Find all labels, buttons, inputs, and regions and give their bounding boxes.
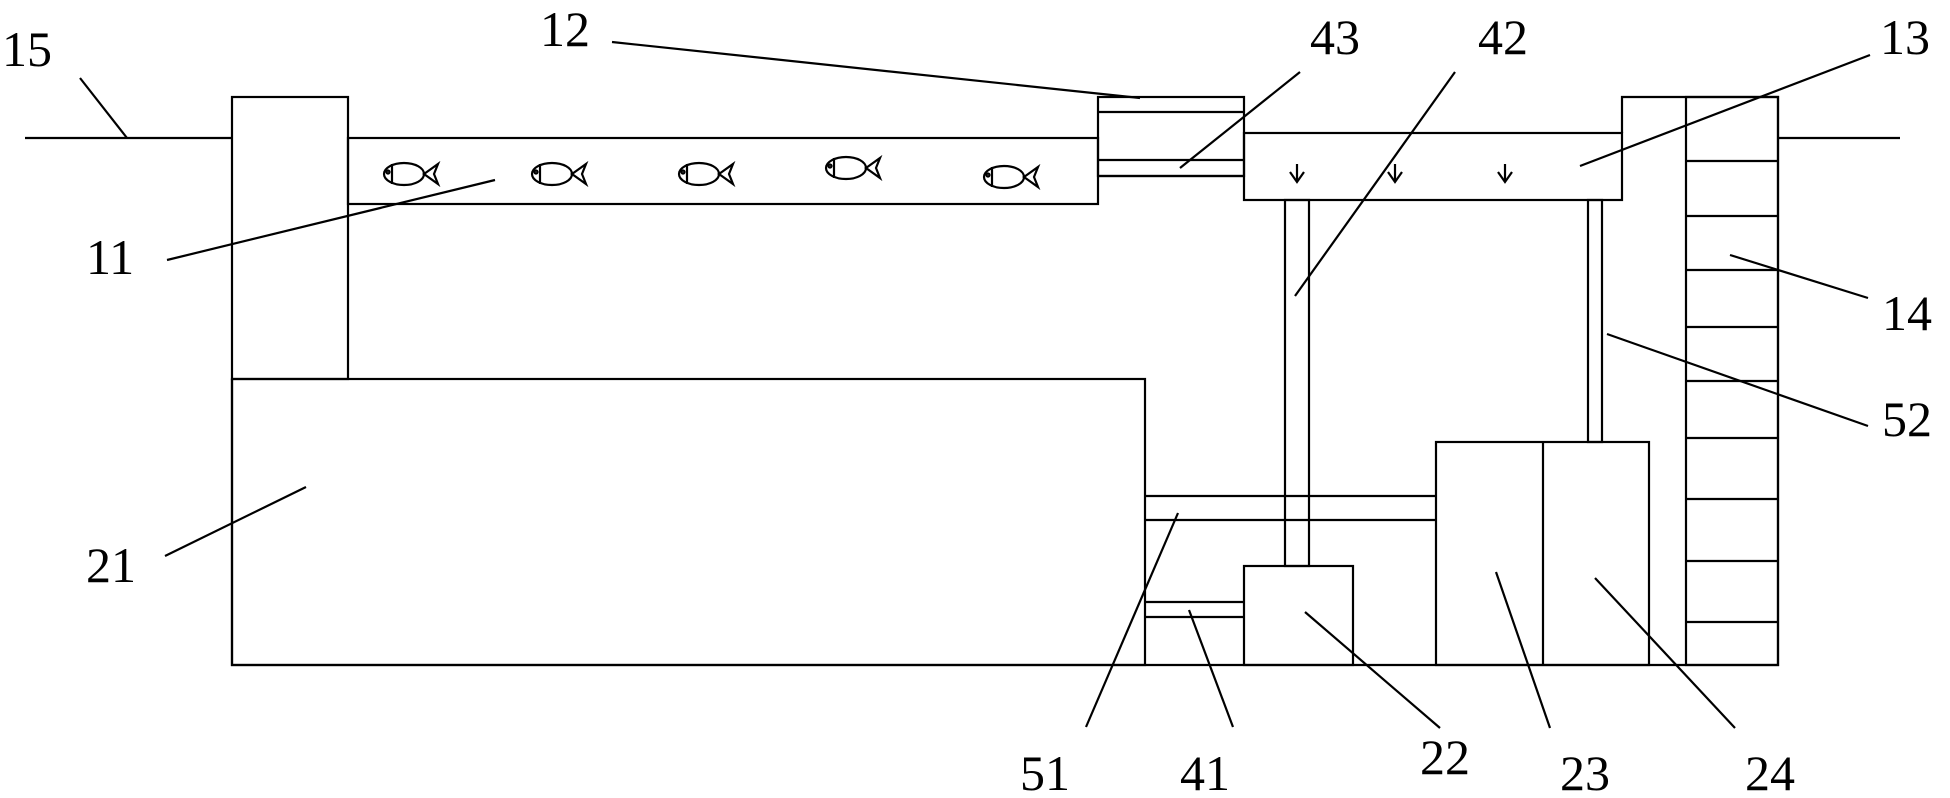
horizontal-pipe	[1145, 494, 1436, 522]
down-arrow-icon	[1497, 164, 1513, 184]
label-51: 51	[1020, 745, 1070, 798]
label-41: 41	[1180, 745, 1230, 798]
leader-22	[1304, 611, 1441, 729]
label-23: 23	[1560, 745, 1610, 798]
leader-21	[164, 486, 307, 557]
label-22: 22	[1420, 729, 1470, 785]
brick-column-rows	[1686, 159, 1778, 624]
down-arrow-icon	[1387, 164, 1403, 184]
label-12: 12	[540, 1, 590, 57]
label-42: 42	[1478, 9, 1528, 65]
main-body-outline	[230, 95, 1780, 667]
fish-icon	[982, 163, 1041, 191]
leader-42	[1294, 71, 1456, 297]
fish-icons	[382, 154, 1041, 191]
fish-icon	[824, 154, 883, 182]
pipe-connector	[1096, 95, 1246, 178]
label-15: 15	[2, 21, 52, 77]
label-24: 24	[1745, 745, 1795, 798]
flow-arrows	[1289, 164, 1513, 184]
label-11: 11	[86, 229, 134, 285]
label-13: 13	[1880, 9, 1930, 65]
left-wall-post	[230, 95, 350, 381]
label-14: 14	[1882, 285, 1932, 341]
leader-24	[1594, 577, 1736, 729]
vertical-pipe	[1283, 198, 1311, 568]
leader-11	[166, 178, 496, 262]
leader-14	[1729, 253, 1869, 300]
leader-41	[1187, 609, 1235, 728]
leader-lines	[79, 40, 1871, 729]
fish-icon	[530, 160, 589, 188]
label-21: 21	[86, 537, 136, 593]
leader-12	[611, 40, 1141, 100]
leader-15	[79, 77, 128, 139]
label-43: 43	[1310, 9, 1360, 65]
filter-channel	[1242, 131, 1624, 202]
leader-51	[1084, 512, 1180, 728]
storage-tank	[230, 377, 1147, 667]
label-52: 52	[1882, 391, 1932, 447]
leader-52	[1606, 332, 1869, 428]
vertical-pipe-right	[1586, 198, 1604, 444]
fish-icon	[677, 160, 736, 188]
leader-13	[1579, 53, 1871, 168]
fish-icon	[382, 160, 441, 188]
pump-box	[1242, 564, 1355, 667]
lower-pipe	[1145, 600, 1244, 619]
leader-23	[1494, 571, 1552, 729]
leader-43	[1179, 71, 1301, 169]
down-arrow-icon	[1289, 164, 1305, 184]
